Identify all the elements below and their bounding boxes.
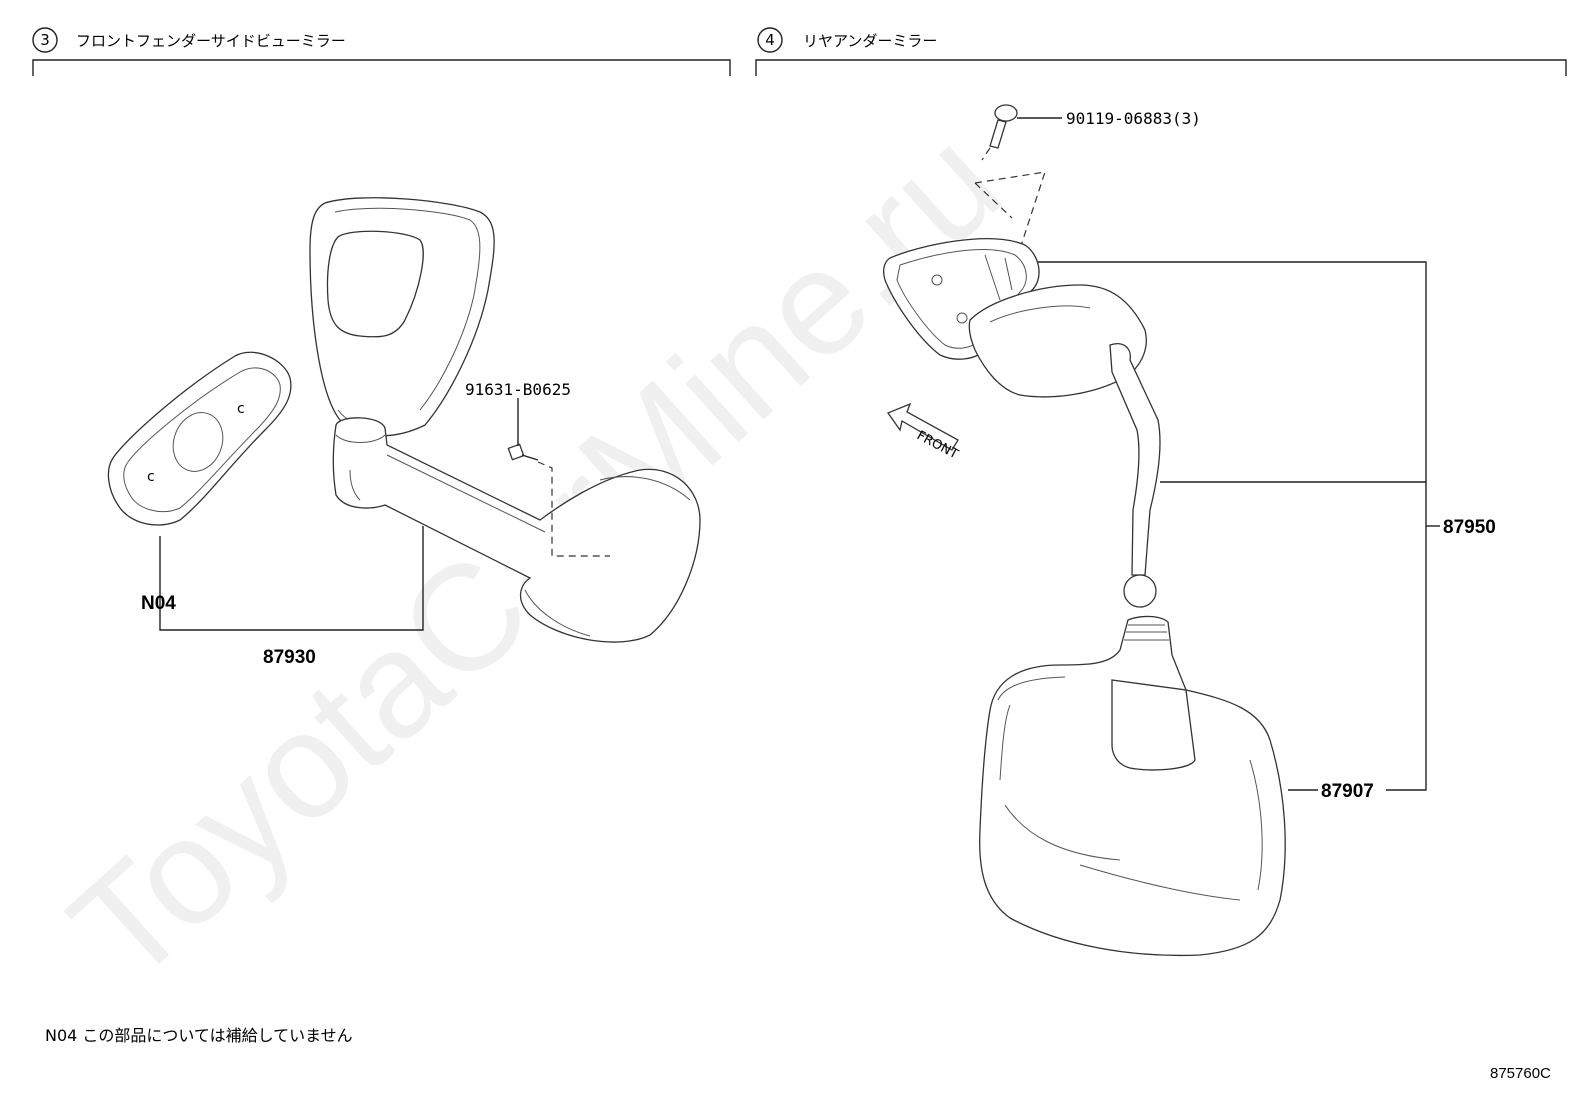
- section-3-number: 3: [40, 31, 50, 49]
- section-3-bracket: [32, 59, 731, 76]
- fender-mirror-base-plate: c c: [107, 351, 292, 526]
- diagram-code: 875760C: [1490, 1065, 1551, 1082]
- part-label-91631-b0625: 91631-B0625: [465, 380, 571, 399]
- part-label-87930: 87930: [263, 647, 316, 668]
- footnote: N04 この部品については補給していません: [45, 1026, 353, 1045]
- under-mirror-stay: [968, 284, 1161, 608]
- bolt-90119-icon: [981, 104, 1062, 161]
- section-4-number: 4: [765, 31, 775, 49]
- part-label-90119-06883: 90119-06883(3): [1066, 109, 1201, 128]
- front-arrow-icon: FRONT: [886, 402, 960, 462]
- screw-91631-dashed-guide: [537, 461, 610, 557]
- section-4-header: 4 リヤアンダーミラー: [755, 27, 1567, 76]
- svg-text:c: c: [237, 401, 245, 417]
- fender-mirror-head: [309, 197, 495, 437]
- section-3-header: 3 フロントフェンダーサイドビューミラー: [32, 27, 731, 76]
- leader-87930: [159, 526, 424, 631]
- under-mirror-body: [979, 615, 1286, 957]
- section-3-title: フロントフェンダーサイドビューミラー: [76, 32, 346, 50]
- part-label-87907: 87907: [1321, 781, 1374, 802]
- part-label-n04: N04: [141, 593, 176, 614]
- section-4-title: リヤアンダーミラー: [803, 32, 937, 50]
- part-label-87950: 87950: [1443, 517, 1496, 538]
- bolt-dashed-guide: [974, 171, 1046, 256]
- fender-mirror-arm: [332, 417, 701, 643]
- section-4-bracket: [755, 59, 1567, 76]
- svg-text:c: c: [147, 469, 155, 485]
- screw-91631-icon: [507, 398, 539, 461]
